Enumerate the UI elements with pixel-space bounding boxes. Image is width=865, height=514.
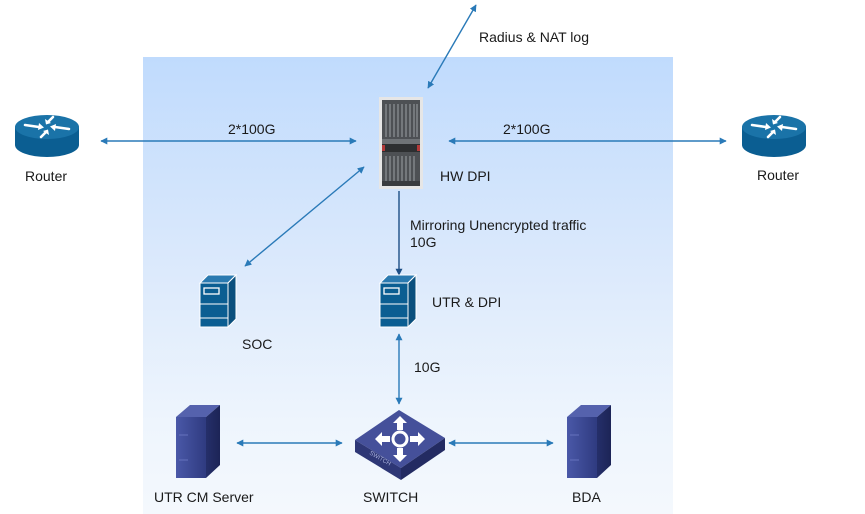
server-icon[interactable]: [198, 273, 238, 329]
router-icon[interactable]: [742, 115, 806, 157]
link-dpi-soc: [244, 166, 365, 267]
node-label-switch: SWITCH: [363, 489, 419, 505]
link-label-dpi-utr-speed: 10G: [410, 234, 437, 250]
link-label-dpi-utr: Mirroring Unencrypted traffic: [410, 217, 587, 233]
node-label-router-right: Router: [757, 167, 800, 183]
link-label-radius-nat: Radius & NAT log: [479, 29, 589, 45]
node-label-hw-dpi: HW DPI: [440, 168, 491, 184]
server-icon[interactable]: [378, 273, 418, 329]
link-label-router-left-dpi: 2*100G: [228, 121, 276, 137]
node-label-bda: BDA: [572, 489, 601, 505]
link-label-utr-switch: 10G: [414, 359, 441, 375]
dpi-chassis-icon[interactable]: [379, 97, 423, 189]
router-icon[interactable]: [15, 115, 79, 157]
link-label-dpi-router-right: 2*100G: [503, 121, 551, 137]
switch-icon[interactable]: SWITCH: [355, 410, 445, 480]
tower-server-icon[interactable]: [567, 405, 611, 478]
tower-server-icon[interactable]: [176, 405, 220, 478]
node-label-router-left: Router: [25, 168, 68, 184]
node-label-utr-cm-server: UTR CM Server: [154, 489, 254, 505]
node-label-utr-dpi: UTR & DPI: [432, 294, 502, 310]
link-radius-nat: [427, 4, 477, 89]
node-label-soc: SOC: [242, 336, 273, 352]
